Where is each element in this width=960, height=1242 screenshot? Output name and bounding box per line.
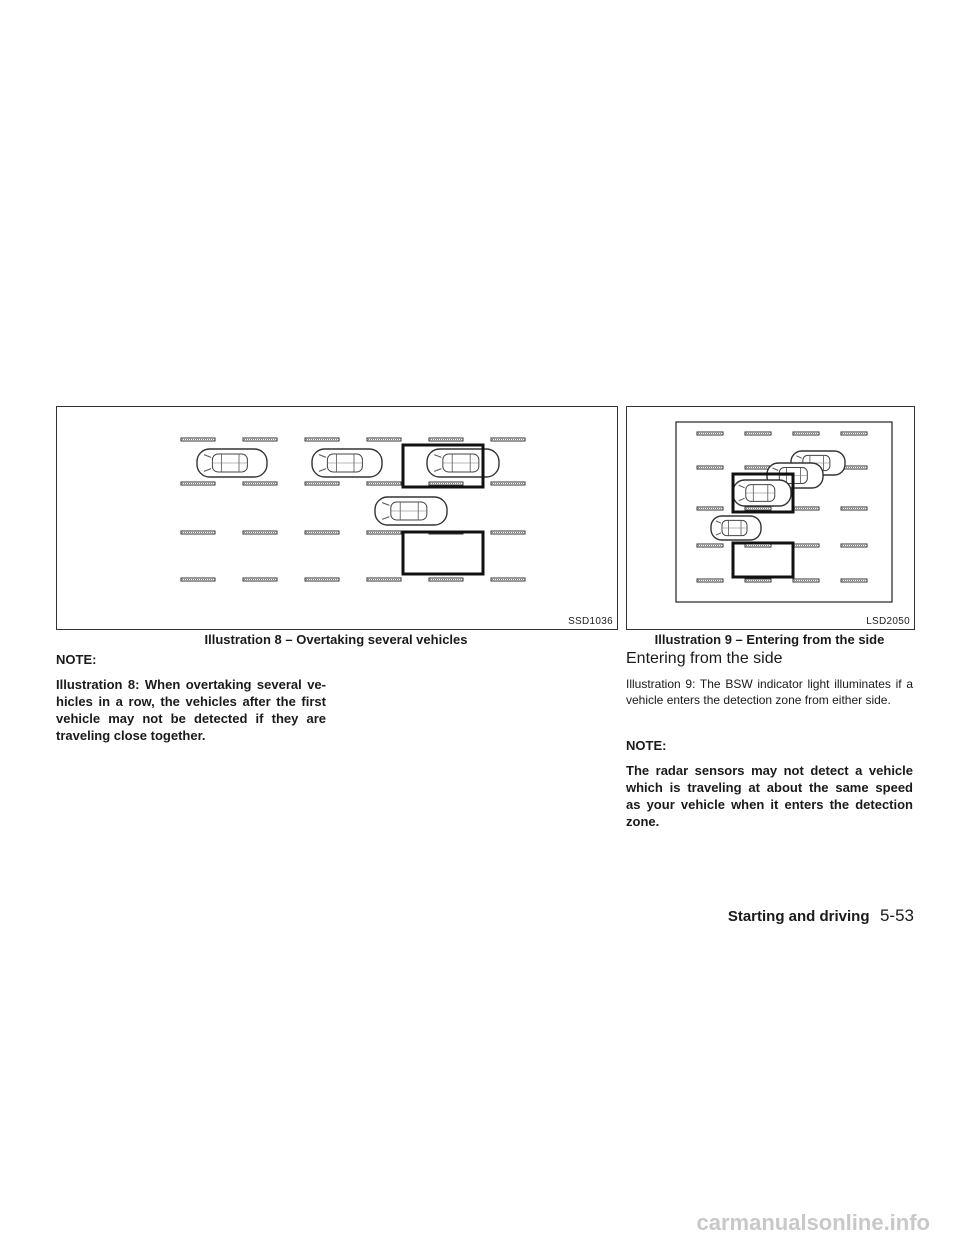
car-icon [710,515,762,541]
note-line: Illustration 8: When overtaking several … [56,677,326,692]
note-line: zone. [626,814,660,829]
footer-section-name: Starting and driving [727,908,870,925]
section-title: Entering from the side [626,650,783,667]
car-overtaking-diagram-icon [180,437,526,582]
detection-zone [401,443,485,489]
note-text: The radar sensors may not detect a vehic… [626,762,913,830]
illustration-8-figure: SSD1036 [56,406,618,630]
page-number: 5-53 [879,906,914,925]
car-icon [426,448,500,478]
watermark: carmanualsonline.info [696,1210,931,1235]
note-line: which is traveling at about the same spe… [626,780,913,795]
note-heading: NOTE: [626,738,667,753]
illustration-9-figure: LSD2050 [626,406,915,630]
note-heading: NOTE: [56,652,97,667]
section-body: Illustration 9: The BSW indicator light … [626,677,913,707]
note-line: hicles in a row, the vehicles after the … [56,694,326,709]
car-icon [732,479,792,507]
car-entering-diagram-icon [675,421,893,603]
figure-9-code: LSD2050 [866,616,910,627]
illustration-9-caption: Illustration 9 – Entering from the side [654,632,885,647]
page-footer: Starting and driving 5-53 [728,906,914,926]
note-text: Illustration 8: When overtaking several … [56,676,326,744]
illustration-8-caption: Illustration 8 – Overtaking several vehi… [204,632,468,647]
car-icon [374,496,448,526]
detection-zone [731,541,795,579]
note-line: The radar sensors may not detect a vehic… [626,763,913,778]
note-line: as your vehicle when it enters the detec… [626,797,913,812]
diagram-frame [675,421,893,603]
note-line: traveling close together. [56,728,206,743]
note-line: vehicle may not be detected if they are [56,711,326,726]
car-icon [196,448,268,478]
detection-zone [731,472,795,514]
figure-8-code: SSD1036 [568,616,613,627]
car-icon [311,448,383,478]
detection-zone [401,530,485,576]
